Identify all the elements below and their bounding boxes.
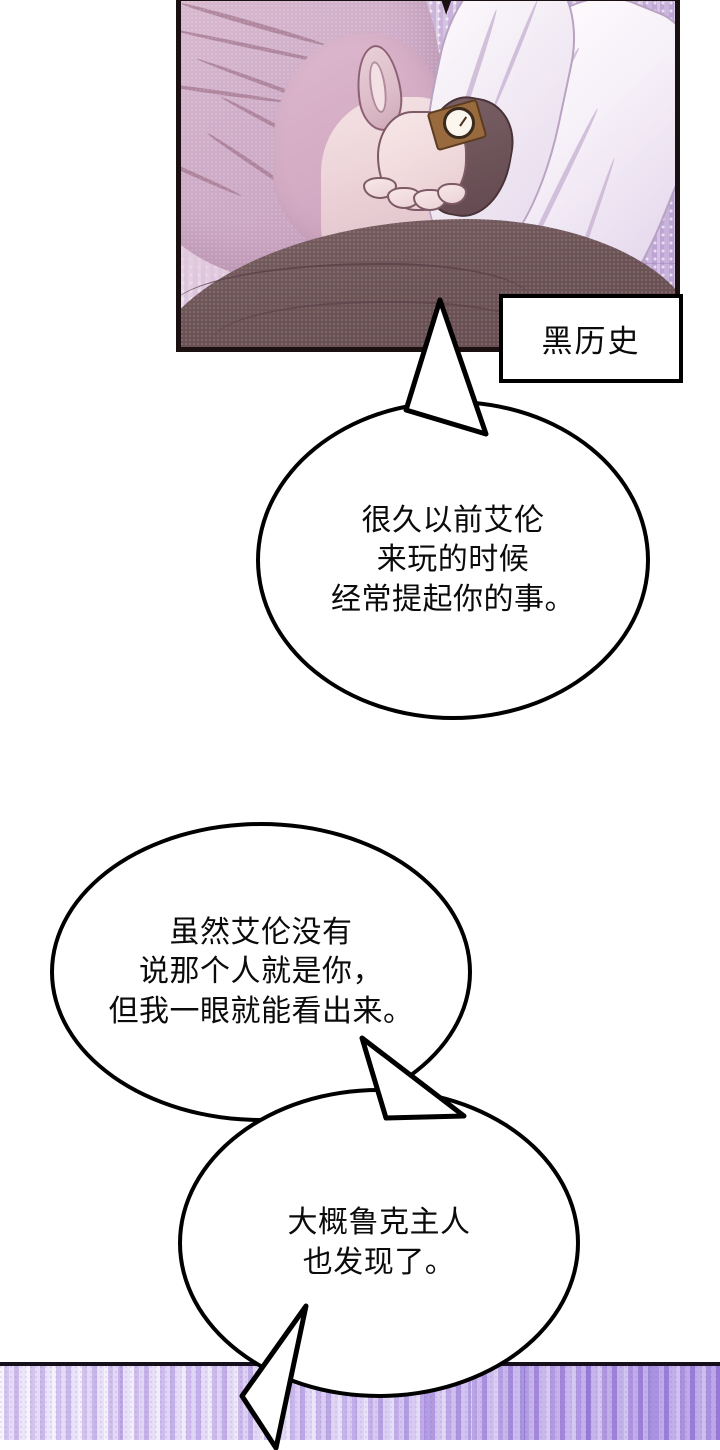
caption-box-dark-history: 黑历史 bbox=[499, 294, 683, 383]
caption-text: 黑历史 bbox=[541, 324, 641, 359]
bubble-2-tail bbox=[352, 1032, 482, 1162]
speech-bubble-2-text: 虽然艾伦没有 说那个人就是你， 但我一眼就能看出来。 bbox=[108, 915, 414, 1028]
speech-bubble-3-text: 大概鲁克主人 也发现了。 bbox=[287, 1206, 471, 1279]
panel-top: ❦ ❦ ❦ ❦ ❦ bbox=[176, 0, 680, 352]
bubble-1-tail bbox=[398, 292, 528, 452]
panel-bottom bbox=[0, 1362, 720, 1440]
speech-bubble-1: 很久以前艾伦 来玩的时候 经常提起你的事。 bbox=[256, 400, 650, 720]
bubble-3-tail bbox=[206, 1300, 346, 1450]
speech-bubble-1-text: 很久以前艾伦 来玩的时候 经常提起你的事。 bbox=[331, 503, 575, 616]
panel-top-artwork: ❦ ❦ ❦ ❦ ❦ bbox=[181, 1, 675, 347]
jacket-fold-line bbox=[181, 263, 531, 309]
wristwatch-face bbox=[443, 107, 475, 139]
jacket-fold-line bbox=[211, 301, 541, 343]
speech-bubble-3: 大概鲁克主人 也发现了。 bbox=[178, 1088, 580, 1398]
